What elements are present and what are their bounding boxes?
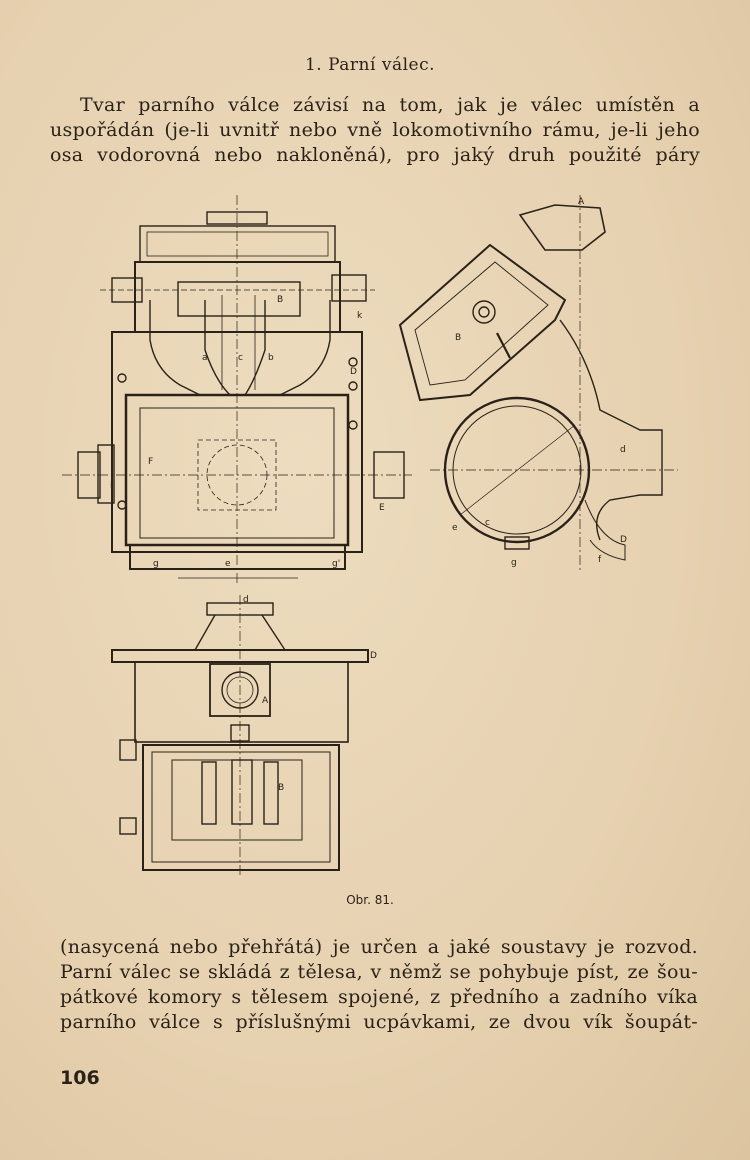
- label-A-plan: A: [262, 696, 269, 706]
- text-line: osa vodorovná nebo nakloněná), pro jaký …: [50, 144, 700, 166]
- label-B-side: B: [455, 333, 461, 343]
- label-a: a: [202, 353, 208, 363]
- text-line: (nasycená nebo přehřátá) je určen a jaké…: [60, 936, 698, 958]
- text-line: Tvar parního válce závisí na tom, jak je…: [80, 94, 700, 116]
- label-B-plan: B: [278, 783, 284, 793]
- paragraph-intro: Tvar parního válce závisí na tom, jak je…: [50, 93, 700, 168]
- section-heading: 1. Parní válec.: [304, 55, 435, 75]
- paragraph-continued: (nasycená nebo přehřátá) je určen a jaké…: [60, 935, 698, 1035]
- figure-caption: Obr. 81.: [346, 893, 394, 907]
- side-section-view: [398, 195, 678, 570]
- label-F: F: [148, 457, 153, 467]
- label-c-side: c: [485, 518, 490, 528]
- page-number: 106: [60, 1067, 100, 1089]
- label-k: k: [357, 311, 363, 321]
- text-line: pátkové komory s tělesem spojené, z před…: [60, 986, 698, 1008]
- text-line: parního válce s příslušnými ucpávkami, z…: [60, 1011, 698, 1033]
- label-D: D: [350, 367, 357, 377]
- steam-cylinder-drawing: B k a c b D F i E g e g' A B d c e f D g…: [62, 195, 678, 875]
- label-g-side: g: [511, 558, 517, 568]
- label-B: B: [277, 295, 283, 305]
- label-D-plan: D: [370, 651, 377, 661]
- label-d-plan: d: [243, 595, 249, 605]
- label-e-side: e: [452, 523, 458, 533]
- label-d: d: [620, 445, 626, 455]
- label-A: A: [578, 197, 585, 207]
- label-D-side: D: [620, 535, 627, 545]
- label-E: E: [379, 503, 385, 513]
- text-line: Parní válec se skládá z tělesa, v němž s…: [60, 961, 698, 983]
- label-f: f: [598, 555, 602, 565]
- front-section-view: [62, 195, 412, 585]
- label-c: c: [238, 353, 243, 363]
- label-i: i: [110, 481, 113, 491]
- label-e: e: [225, 559, 231, 569]
- text-line: uspořádán (je-li uvnitř nebo vně lokomot…: [50, 119, 700, 141]
- label-g: g: [153, 559, 159, 569]
- label-b: b: [268, 353, 274, 363]
- plan-view: [111, 595, 369, 875]
- label-g-prime: g': [332, 559, 340, 569]
